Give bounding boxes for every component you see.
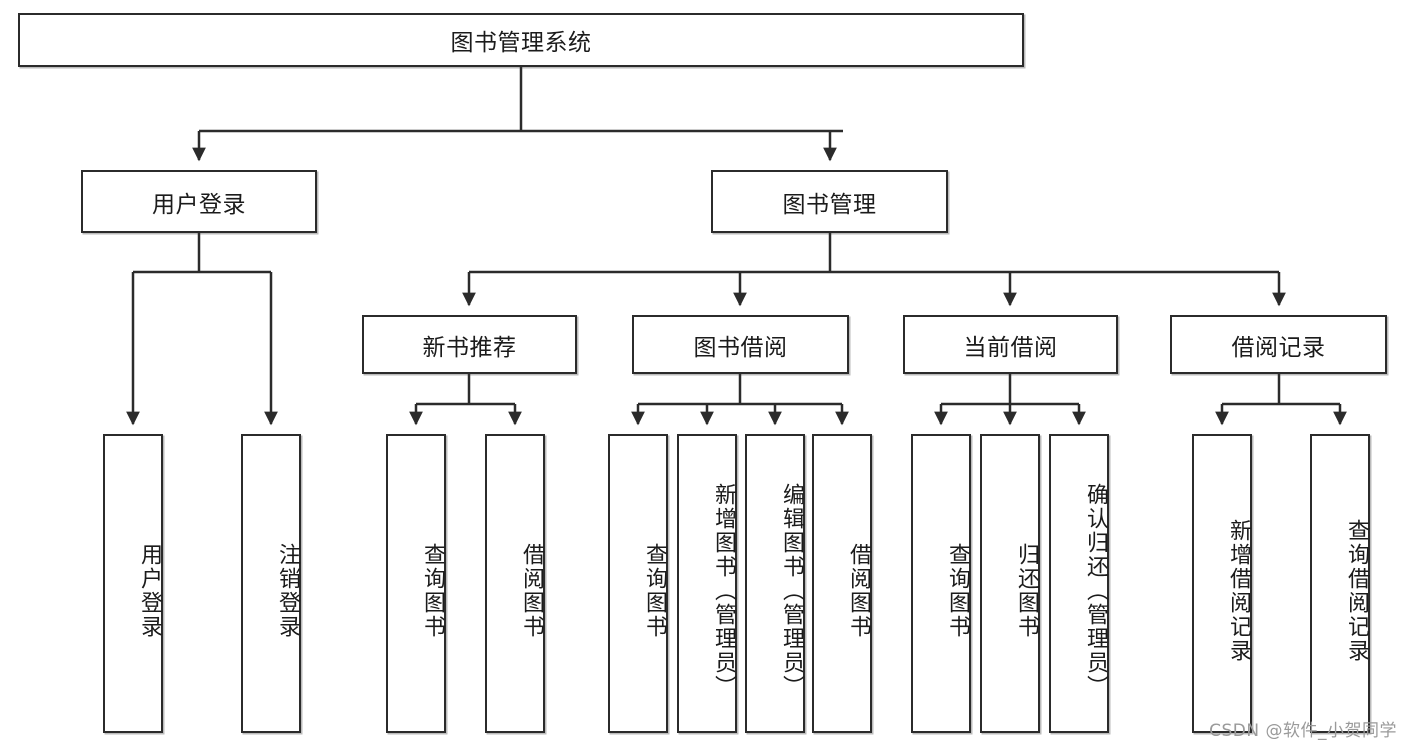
node-book-management[interactable]: 图书管理 [711, 170, 948, 233]
leaf-return-book[interactable]: 归还图书 [980, 434, 1040, 733]
leaf-query-book-2-label: 查询图书 [642, 542, 667, 639]
leaf-logout-login[interactable]: 注销登录 [241, 434, 301, 733]
leaf-logout-login-label: 注销登录 [275, 542, 300, 639]
node-root-system[interactable]: 图书管理系统 [18, 13, 1024, 67]
node-borrow-record-label: 借阅记录 [1231, 334, 1326, 361]
leaf-user-login[interactable]: 用户登录 [103, 434, 163, 733]
node-user-login[interactable]: 用户登录 [81, 170, 317, 233]
leaf-query-book-1[interactable]: 查询图书 [386, 434, 446, 733]
node-book-borrow[interactable]: 图书借阅 [632, 315, 849, 374]
leaf-borrow-book-1-label: 借阅图书 [519, 542, 544, 639]
node-current-borrow-label: 当前借阅 [963, 334, 1058, 361]
watermark-text: CSDN @软件_小贺同学 [1209, 721, 1397, 741]
leaf-confirm-return[interactable]: 确认归还（管理员） [1049, 434, 1109, 733]
node-book-management-label: 图书管理 [782, 191, 877, 218]
leaf-user-login-label: 用户登录 [137, 542, 162, 639]
leaf-confirm-return-label: 确认归还（管理员） [1083, 482, 1108, 699]
node-book-borrow-label: 图书借阅 [693, 334, 788, 361]
leaf-borrow-book-1[interactable]: 借阅图书 [485, 434, 545, 733]
leaf-borrow-book-2-label: 借阅图书 [846, 542, 871, 639]
leaf-add-book-label: 新增图书（管理员） [711, 482, 736, 699]
node-user-login-label: 用户登录 [152, 191, 246, 218]
leaf-return-book-label: 归还图书 [1014, 542, 1039, 639]
leaf-add-record[interactable]: 新增借阅记录 [1192, 434, 1252, 733]
leaf-add-book[interactable]: 新增图书（管理员） [677, 434, 737, 733]
leaf-edit-book[interactable]: 编辑图书（管理员） [745, 434, 805, 733]
leaf-borrow-book-2[interactable]: 借阅图书 [812, 434, 872, 733]
leaf-query-record-label: 查询借阅记录 [1344, 518, 1369, 663]
leaf-query-record[interactable]: 查询借阅记录 [1310, 434, 1370, 733]
leaf-query-book-2[interactable]: 查询图书 [608, 434, 668, 733]
leaf-query-book-3-label: 查询图书 [945, 542, 970, 639]
node-root-label: 图书管理系统 [450, 30, 592, 56]
node-new-book-recommend-label: 新书推荐 [422, 334, 517, 361]
leaf-query-book-3[interactable]: 查询图书 [911, 434, 971, 733]
leaf-query-book-1-label: 查询图书 [420, 542, 445, 639]
leaf-edit-book-label: 编辑图书（管理员） [779, 482, 804, 699]
node-current-borrow[interactable]: 当前借阅 [903, 315, 1118, 374]
node-borrow-record[interactable]: 借阅记录 [1170, 315, 1387, 374]
leaf-add-record-label: 新增借阅记录 [1226, 518, 1251, 663]
node-new-book-recommend[interactable]: 新书推荐 [362, 315, 577, 374]
